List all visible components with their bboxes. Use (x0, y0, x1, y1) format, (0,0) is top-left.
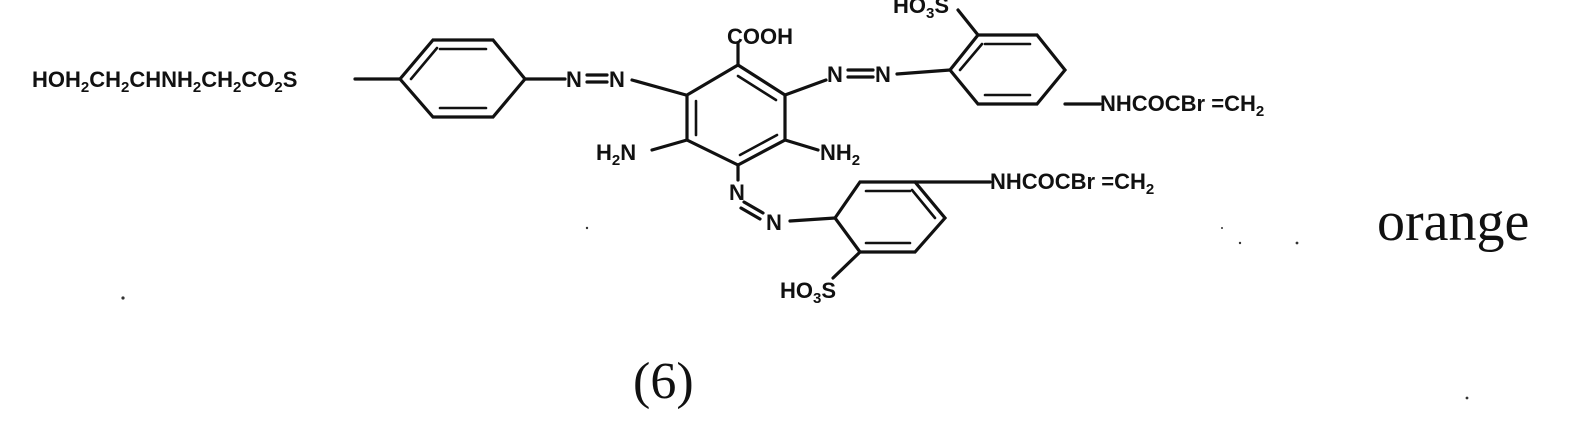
bond-ho3s-top (958, 10, 978, 35)
bond-central-azo-right (785, 80, 826, 95)
azo-right-n2: N (875, 62, 891, 87)
left-phenyl-ring (400, 40, 525, 117)
azo-bottom-n2: N (766, 210, 782, 235)
compound-number-label: (6) (633, 353, 694, 410)
scan-speck (586, 227, 588, 229)
bond-nh2-right (785, 140, 818, 150)
bond-azo-right-ring (897, 70, 950, 74)
left-chain-label: HOH2CH2CHNH2CH2CO2S (32, 67, 297, 96)
scan-speck (1466, 397, 1469, 400)
cooh-label: COOH (727, 24, 793, 49)
azo-bottom-n1: N (729, 180, 745, 205)
azo-left-n2: N (609, 67, 625, 92)
h2n-left-label: H2N (596, 140, 636, 169)
central-benzene-ring (687, 65, 785, 165)
color-name-label: orange (1377, 191, 1529, 253)
scan-speck (1221, 227, 1223, 229)
bond-h2n-left (652, 140, 687, 150)
nh2-right-label: NH2 (820, 140, 860, 169)
lower-right-phenyl-ring (835, 182, 945, 252)
scan-speck (1296, 242, 1299, 245)
upper-right-phenyl-ring (950, 35, 1065, 104)
scan-speck (121, 296, 124, 299)
bond-ho3s-bottom (833, 252, 860, 278)
nhcocbr-lower-label: NHCOCBr =CH2 (990, 169, 1154, 198)
bond-azo-bottom-ring (790, 218, 835, 221)
azo-left-n1: N (566, 67, 582, 92)
scan-speck (1239, 242, 1241, 244)
ho3s-top-label: HO3S (893, 0, 949, 22)
ho3s-bottom-label: HO3S (780, 278, 836, 307)
bond-azo-central (632, 80, 686, 95)
nhcocbr-upper-label: NHCOCBr =CH2 (1100, 91, 1264, 120)
azo-right-n1: N (827, 62, 843, 87)
